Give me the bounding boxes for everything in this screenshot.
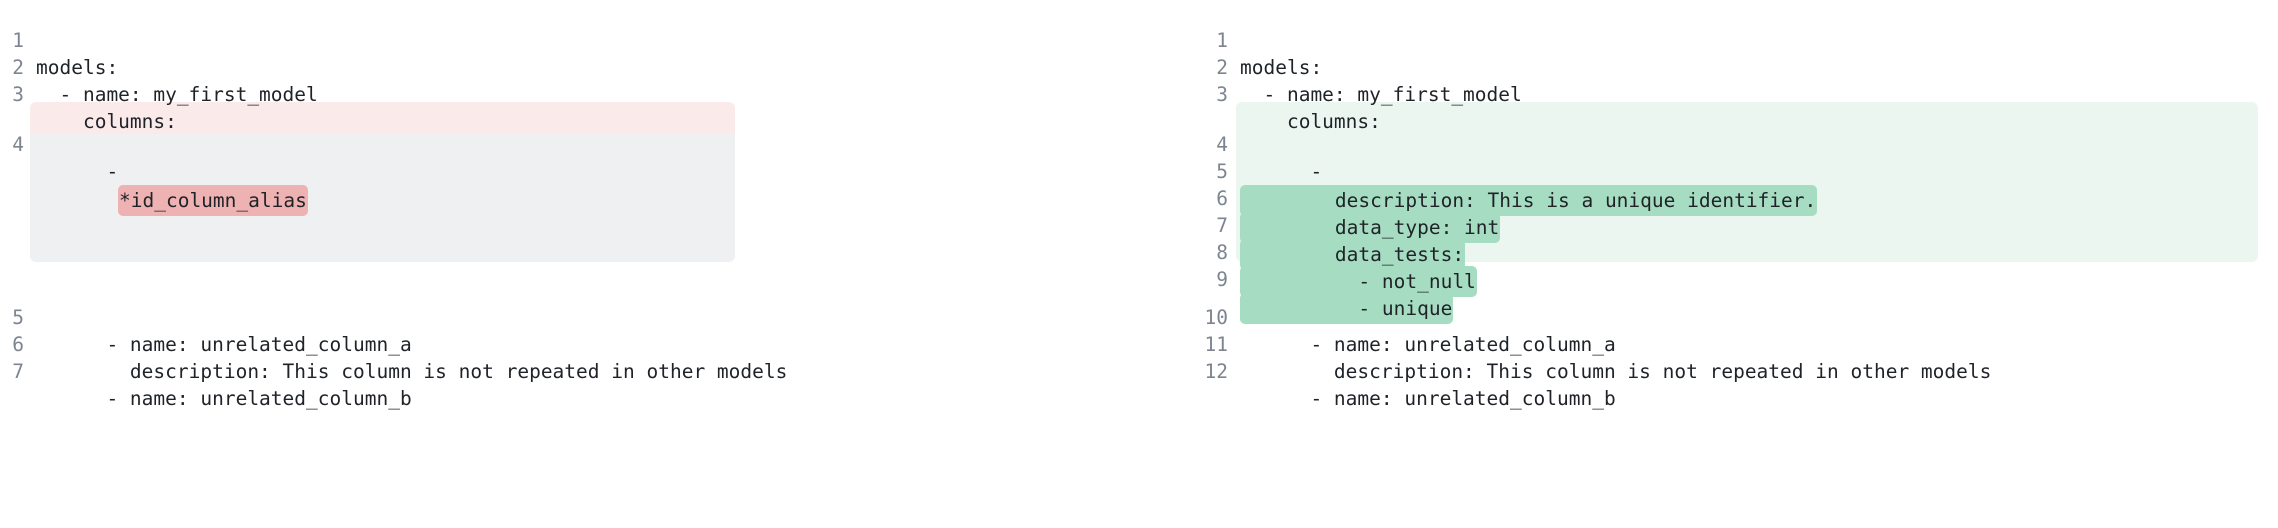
line-text: description: This column is not repeated… xyxy=(36,360,788,383)
line-number: 2 xyxy=(1216,56,1228,79)
line-number: 5 xyxy=(1216,160,1228,183)
line-number: 3 xyxy=(12,83,24,106)
line-number: 1 xyxy=(1216,29,1228,52)
line-number: 1 xyxy=(12,29,24,52)
line-number: 4 xyxy=(1216,133,1228,156)
added-token: data_type: int xyxy=(1240,212,1501,243)
line-number: 8 xyxy=(1216,241,1228,264)
line-number: 3 xyxy=(1216,83,1228,106)
line-text: - name: unrelated_column_a xyxy=(36,333,412,356)
line-number: 2 xyxy=(12,56,24,79)
code-line[interactable]: 3 columns: xyxy=(1139,54,1381,133)
line-number: 11 xyxy=(1204,333,1228,356)
line-text: - name: unrelated_column_a xyxy=(1240,333,1616,356)
added-token: - not_null xyxy=(1240,266,1477,297)
code-line[interactable]: 1 models: xyxy=(0,0,118,79)
code-line-added[interactable]: 8 - not_null xyxy=(1139,212,1477,297)
removed-token: *id_column_alias xyxy=(118,185,308,216)
code-line[interactable]: 2 - name: my_first_model xyxy=(0,27,318,106)
line-number: 6 xyxy=(12,333,24,356)
line-text: - name: my_first_model xyxy=(1240,83,1522,106)
added-token: - unique xyxy=(1240,293,1454,324)
code-line[interactable]: 2 - name: my_first_model xyxy=(1139,27,1522,106)
line-text: - name: unrelated_column_b xyxy=(36,387,412,410)
code-line[interactable]: 1 models: xyxy=(1139,0,1322,79)
line-text: columns: xyxy=(36,110,177,133)
removed-lines-highlight xyxy=(30,102,735,134)
code-line[interactable]: 6 description: This column is not repeat… xyxy=(0,304,787,383)
diff-panel-before: 1 models: 2 - name: my_first_model 3 col… xyxy=(0,0,787,410)
code-line-added[interactable]: 7 data_tests: xyxy=(1139,185,1466,270)
line-number: 6 xyxy=(1216,187,1228,210)
code-line-removed[interactable]: 4 - *id_column_alias xyxy=(0,104,308,216)
code-line[interactable]: 3 columns: xyxy=(0,54,177,133)
line-text: - name: unrelated_column_b xyxy=(1240,387,1616,410)
diff-panel-after: 1 models: 2 - name: my_first_model 3 col… xyxy=(1139,0,2278,528)
line-text: models: xyxy=(36,56,119,79)
code-line[interactable]: 5 - name: unrelated_column_a xyxy=(0,277,411,356)
code-line-added[interactable]: 9 - unique xyxy=(1139,239,1454,324)
line-text: - name: my_first_model xyxy=(36,83,318,106)
code-line[interactable]: 12 - name: unrelated_column_b xyxy=(1139,331,1616,410)
line-number: 12 xyxy=(1204,360,1228,383)
line-text-prefix: - xyxy=(1240,160,1334,183)
code-line[interactable]: 10 - name: unrelated_column_a xyxy=(1139,277,1616,356)
line-text: columns: xyxy=(1240,110,1381,133)
line-text: models: xyxy=(1240,56,1323,79)
added-token: description: This is a unique identifier… xyxy=(1240,185,1818,216)
code-line-added[interactable]: 4 - name: id xyxy=(1139,104,1418,216)
line-number: 7 xyxy=(1216,214,1228,237)
added-token: data_tests: xyxy=(1240,239,1466,270)
code-line-added[interactable]: 6 data_type: int xyxy=(1139,158,1501,243)
line-number: 9 xyxy=(1216,268,1228,291)
line-text-prefix: - xyxy=(36,160,130,183)
line-number: 5 xyxy=(12,306,24,329)
line-number: 7 xyxy=(12,360,24,383)
line-number: 4 xyxy=(12,133,24,156)
line-number: 10 xyxy=(1204,306,1228,329)
code-line-added[interactable]: 5 description: This is a unique identifi… xyxy=(1139,131,1818,216)
line-text: description: This column is not repeated… xyxy=(1240,360,1992,383)
code-line[interactable]: 7 - name: unrelated_column_b xyxy=(0,331,411,410)
code-line[interactable]: 11 description: This column is not repea… xyxy=(1139,304,1992,383)
